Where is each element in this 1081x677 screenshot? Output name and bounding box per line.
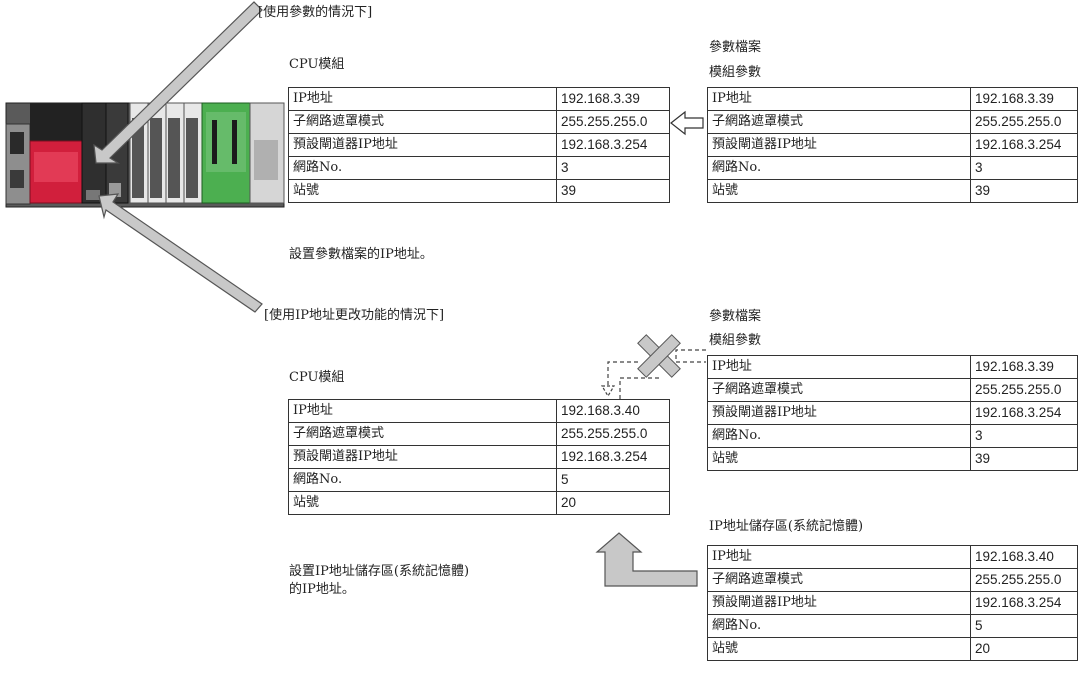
cell-key: 站號 xyxy=(288,179,557,203)
cell-key: 子網路遮罩模式 xyxy=(707,568,971,592)
cell-key: 預設閘道器IP地址 xyxy=(288,445,557,469)
cell-key: 預設閘道器IP地址 xyxy=(707,401,971,425)
cell-key: IP地址 xyxy=(288,399,557,423)
cell-value: 192.168.3.254 xyxy=(970,133,1078,157)
cell-value: 192.168.3.39 xyxy=(556,87,670,111)
cell-key: 站號 xyxy=(707,179,971,203)
cell-value: 39 xyxy=(970,447,1078,471)
block-x-icon xyxy=(637,334,681,378)
cell-key: 站號 xyxy=(707,447,971,471)
blocked-path xyxy=(600,349,706,399)
bottom-bracket-label: [使用IP地址更改功能的情況下] xyxy=(264,308,445,323)
arrow-left-hollow xyxy=(670,110,704,136)
cell-key: 預設閘道器IP地址 xyxy=(707,591,971,615)
top-bracket-label: [使用參數的情況下] xyxy=(258,5,373,20)
arrow-param-to-cpu xyxy=(93,1,263,164)
cell-key: 子網路遮罩模式 xyxy=(707,110,971,134)
cell-key: 網路No. xyxy=(707,156,971,180)
cell-value: 192.168.3.254 xyxy=(970,591,1078,615)
cell-key: 站號 xyxy=(288,491,557,515)
cell-key: 站號 xyxy=(707,637,971,661)
table-row: 網路No.3 xyxy=(707,424,1078,448)
bottom-cpu-title: CPU模組 xyxy=(289,370,345,385)
cell-value: 192.168.3.39 xyxy=(970,355,1078,379)
cell-key: 網路No. xyxy=(707,424,971,448)
cell-value: 192.168.3.40 xyxy=(970,545,1078,569)
bottom-note-line1: 設置IP地址儲存區(系統記憶體) xyxy=(289,564,470,579)
cell-value: 192.168.3.254 xyxy=(556,133,670,157)
cell-value: 255.255.255.0 xyxy=(970,568,1078,592)
cell-value: 255.255.255.0 xyxy=(556,110,670,134)
cell-value: 39 xyxy=(970,179,1078,203)
cell-value: 192.168.3.254 xyxy=(556,445,670,469)
top-note: 設置參數檔案的IP地址。 xyxy=(289,247,433,262)
cell-key: IP地址 xyxy=(707,355,971,379)
table-row: 網路No.3 xyxy=(707,156,1078,180)
table-row: 網路No.3 xyxy=(288,156,670,180)
cell-key: 預設閘道器IP地址 xyxy=(707,133,971,157)
cell-key: IP地址 xyxy=(707,545,971,569)
cell-value: 192.168.3.254 xyxy=(970,401,1078,425)
top-param-title-1: 參數檔案 xyxy=(709,40,762,55)
cell-value: 3 xyxy=(970,156,1078,180)
cell-value: 5 xyxy=(970,614,1078,638)
cell-value: 20 xyxy=(970,637,1078,661)
cell-key: 子網路遮罩模式 xyxy=(288,110,557,134)
cell-key: 子網路遮罩模式 xyxy=(288,422,557,446)
cell-value: 3 xyxy=(970,424,1078,448)
table-row: 網路No.5 xyxy=(707,614,1078,638)
storage-title: IP地址儲存區(系統記憶體) xyxy=(709,519,864,534)
cell-key: 預設閘道器IP地址 xyxy=(288,133,557,157)
cell-key: IP地址 xyxy=(707,87,971,111)
cell-value: 39 xyxy=(556,179,670,203)
cell-value: 255.255.255.0 xyxy=(970,378,1078,402)
cell-key: 網路No. xyxy=(288,156,557,180)
cell-value: 20 xyxy=(556,491,670,515)
bottom-param-title-1: 參數檔案 xyxy=(709,309,762,324)
cell-key: 網路No. xyxy=(707,614,971,638)
arrow-storage-to-cpu xyxy=(595,532,698,587)
cell-value: 3 xyxy=(556,156,670,180)
cell-key: 子網路遮罩模式 xyxy=(707,378,971,402)
cell-value: 192.168.3.40 xyxy=(556,399,670,423)
bottom-note-line2: 的IP地址。 xyxy=(289,582,355,597)
cell-key: 網路No. xyxy=(288,468,557,492)
top-param-title-2: 模組參數 xyxy=(709,65,762,80)
arrow-ipchange-to-cpu xyxy=(98,193,263,313)
table-row: 網路No.5 xyxy=(288,468,670,492)
cell-key: IP地址 xyxy=(288,87,557,111)
bottom-param-title-2: 模組參數 xyxy=(709,333,762,348)
cell-value: 255.255.255.0 xyxy=(970,110,1078,134)
cell-value: 255.255.255.0 xyxy=(556,422,670,446)
cell-value: 5 xyxy=(556,468,670,492)
top-cpu-title: CPU模組 xyxy=(289,57,345,72)
cell-value: 192.168.3.39 xyxy=(970,87,1078,111)
